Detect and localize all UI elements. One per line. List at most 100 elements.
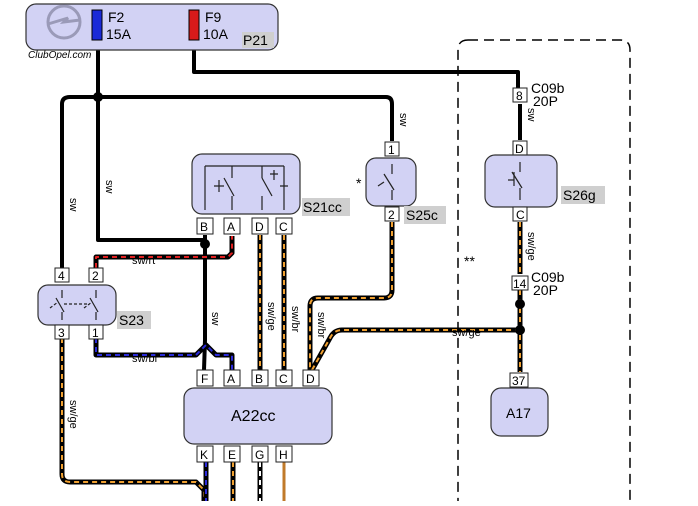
junction-s21-b (200, 239, 210, 249)
wire-label-sw-s23: sw (209, 312, 221, 326)
fuse-box (25, 3, 279, 51)
fuse-f9-name: F9 (205, 9, 222, 25)
wire-sw-rt-stripe (95, 236, 233, 268)
junction-top-bus (93, 92, 103, 102)
s21cc-label-bg (302, 198, 350, 216)
wire-f2-down (96, 40, 205, 242)
wire-label-sw-ge-right: sw/ge (452, 327, 481, 339)
wire-top-bus (60, 95, 394, 268)
c09b-bottom-pin-num: 14 (513, 277, 527, 291)
s21cc-pin-c (275, 217, 293, 235)
s25c-switch-icon (377, 164, 395, 200)
wire-label-sw-c09: sw (525, 108, 537, 122)
a22cc-pin-g (251, 445, 269, 463)
wire-label-sw-ge-left: sw/ge (67, 400, 79, 429)
s25c-label: S25c (406, 207, 438, 223)
wire-label-sw-bl: sw/bl (132, 353, 157, 365)
a22cc-pin-f (196, 369, 214, 387)
s25c-pin-1 (384, 141, 400, 157)
c09b-top-pins: 20P (533, 93, 558, 109)
fuse-f9 (188, 9, 200, 41)
a22cc-pin-h-label: H (279, 448, 288, 462)
module-boundary-left (457, 39, 469, 501)
s21cc-pin-a-label: A (227, 220, 235, 234)
fuse-box-label: P21 (243, 32, 268, 48)
s21cc-pin-b-label: B (200, 220, 208, 234)
s23-pin-1-label: 1 (92, 326, 99, 340)
s26g-label: S26g (563, 187, 596, 203)
s23-pin-2-label: 2 (92, 269, 99, 283)
a22cc-label: A22cc (231, 408, 275, 425)
wire-s21-b (202, 235, 207, 371)
s21cc-box (191, 153, 301, 215)
a17-label: A17 (506, 405, 531, 421)
c09b-bottom-name: C09b (531, 269, 565, 285)
s25c-box (365, 157, 417, 207)
a22cc-pin-k (196, 445, 214, 463)
a22cc-pin-f-label: F (201, 372, 208, 386)
wire-s25-d-stripe (309, 222, 393, 370)
s23-pin-3 (54, 324, 70, 340)
s25c-pin-2 (384, 206, 400, 222)
fuse-box-label-bg (242, 32, 274, 48)
s26g-pin-d-label: D (515, 142, 524, 156)
s21cc-pin-d-label: D (255, 220, 264, 234)
s26g-pin-c-label: C (516, 208, 525, 222)
fuse-f9-rating: 10A (203, 26, 229, 42)
wire-label-sw-br-d: sw/br (315, 312, 327, 339)
note-double-asterisk: ** (464, 253, 475, 269)
wire-label-sw-ge-d: sw/ge (265, 302, 277, 331)
module-boundary (468, 39, 631, 501)
s21cc-pin-c-label: C (279, 220, 288, 234)
c09b-top-pin (512, 87, 528, 103)
s23-box (37, 284, 117, 326)
s23-pin-3-label: 3 (58, 326, 65, 340)
a22cc-pin-c-label: C (279, 372, 288, 386)
wire-label-sw-rt: sw/rt (132, 255, 155, 267)
s23-switch-icon (49, 290, 99, 320)
s26g-switch-icon (508, 162, 523, 200)
s25c-pin-2-label: 2 (388, 208, 395, 222)
a17-pin (509, 372, 529, 388)
a22cc-pin-b-label: B (255, 372, 263, 386)
s23-pin-1 (88, 324, 104, 340)
a22cc-pin-d-label: D (306, 372, 315, 386)
a22cc-box (183, 387, 333, 445)
wire-sw-ge-left-stripe (61, 338, 205, 501)
junction-c09-out (515, 299, 525, 309)
s23-label: S23 (119, 312, 144, 328)
a22cc-pin-e-label: E (228, 448, 236, 462)
s26g-box (484, 154, 558, 208)
s25c-pin-1-label: 1 (388, 143, 395, 157)
watermark: ClubOpel.com (28, 50, 91, 61)
wire-ge-right-stripe (311, 329, 520, 371)
a22cc-pin-g-label: G (255, 448, 264, 462)
wire-label-sw-ge-c09: sw/ge (525, 232, 537, 261)
a22cc-pin-a (223, 369, 241, 387)
s21cc-pin-b (196, 217, 214, 235)
c09b-bottom-pins: 20P (533, 282, 558, 298)
fuse-f2-name: F2 (108, 9, 125, 25)
a22cc-pin-e (223, 445, 241, 463)
wire-label-sw-s25: sw (397, 113, 409, 127)
wire-label-sw-br-c: sw/br (289, 306, 301, 333)
a22cc-pin-b (251, 369, 269, 387)
fuse-f2 (91, 9, 103, 41)
a22cc-pin-d (302, 369, 320, 387)
wire-f9-c09b (192, 40, 520, 88)
wire-label-sw-mid: sw (103, 180, 115, 194)
s23-pin-4-label: 4 (58, 269, 65, 283)
s26g-label-bg (561, 186, 605, 204)
s21cc-label: S21cc (303, 199, 342, 215)
a22cc-pin-k-label: K (200, 448, 208, 462)
c09b-top-name: C09b (531, 80, 565, 96)
a17-pin-num: 37 (512, 374, 526, 388)
fuse-f2-rating: 15A (106, 26, 132, 42)
s23-label-bg (117, 311, 151, 329)
a22cc-pin-h (275, 445, 293, 463)
wire-label-sw-left: sw (67, 198, 79, 212)
wire-ge-right-outline (309, 327, 520, 372)
c09b-top-pin-num: 8 (516, 89, 523, 103)
